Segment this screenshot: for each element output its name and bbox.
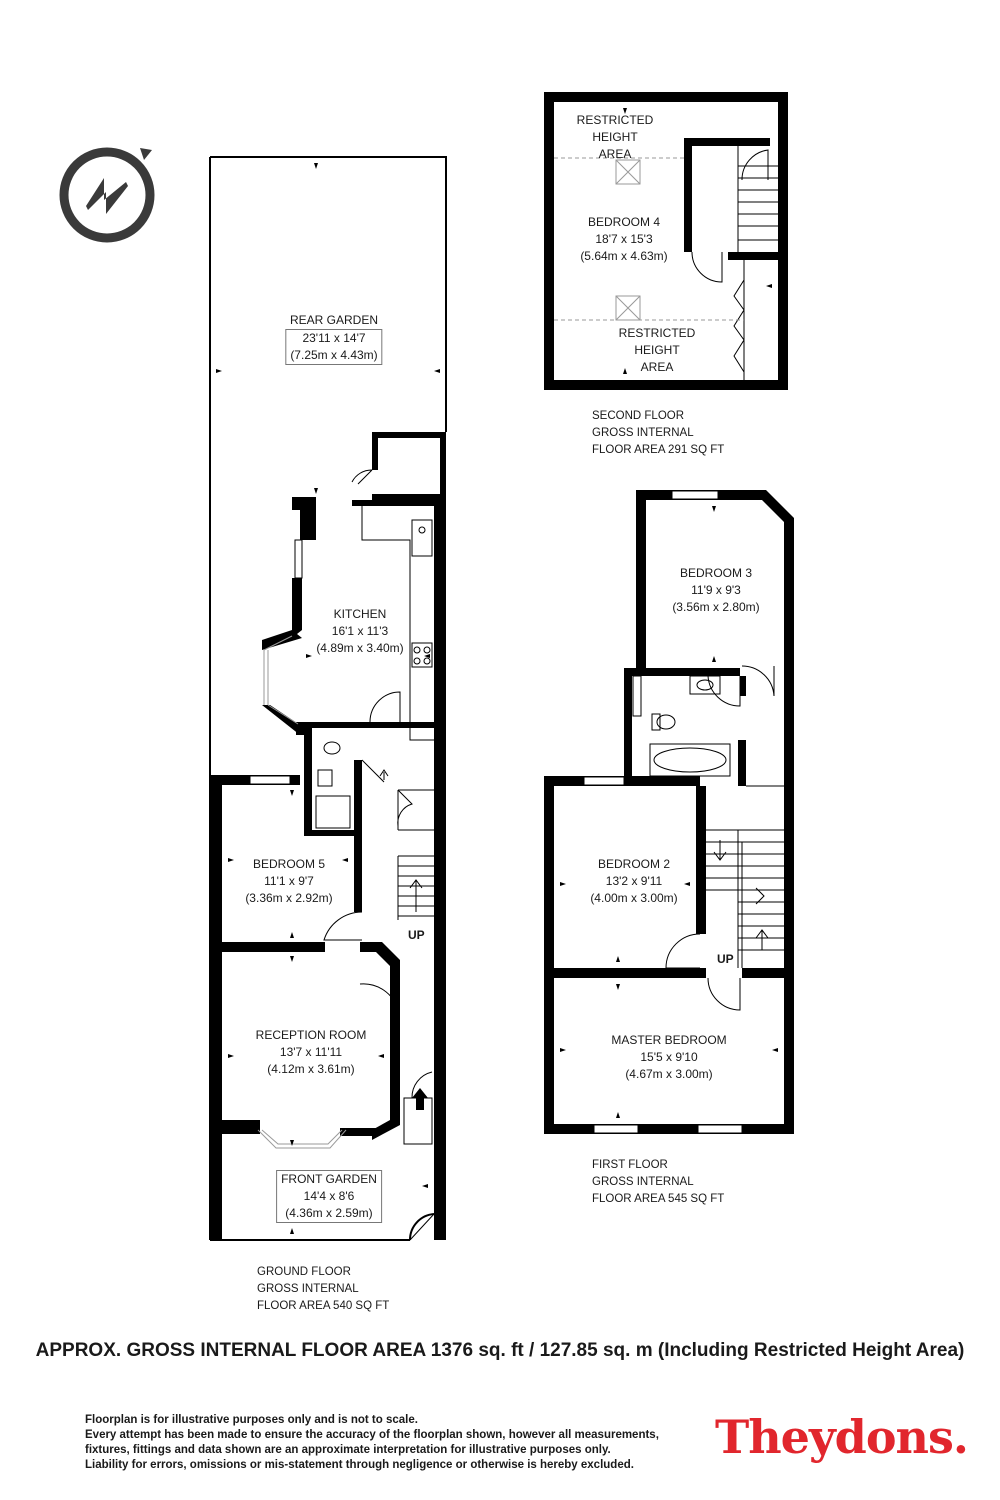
bedroom4-label: BEDROOM 4 18'7 x 15'3 (5.64m x 4.63m) bbox=[580, 214, 667, 265]
floor-subtitle: GROSS INTERNAL bbox=[257, 1283, 359, 1295]
first-stairs-up-label: UP bbox=[717, 952, 734, 966]
room-name: BEDROOM 3 bbox=[679, 566, 752, 580]
first-floor-plan bbox=[544, 490, 794, 1134]
master-bedroom-label: MASTER BEDROOM 15'5 x 9'10 (4.67m x 3.00… bbox=[611, 1032, 726, 1083]
room-metric: (3.36m x 2.92m) bbox=[245, 891, 333, 905]
room-dimensions: 23'11 x 14'7 (7.25m x 4.43m) bbox=[285, 329, 383, 365]
room-imperial: 13'7 x 11'11 bbox=[279, 1045, 343, 1059]
floor-area: FLOOR AREA 291 SQ FT bbox=[592, 444, 725, 456]
room-name: BEDROOM 5 bbox=[252, 857, 325, 871]
restricted-line1: RESTRICTED bbox=[576, 113, 654, 127]
north-compass-icon bbox=[59, 147, 155, 243]
disclaimer-line: Every attempt has been made to ensure th… bbox=[85, 1429, 659, 1441]
room-name: RECEPTION ROOM bbox=[255, 1028, 367, 1042]
disclaimer-line: Floorplan is for illustrative purposes o… bbox=[85, 1414, 418, 1426]
room-metric: (7.25m x 4.43m) bbox=[290, 348, 378, 362]
floor-name: GROUND FLOOR bbox=[257, 1266, 351, 1278]
floor-area: FLOOR AREA 545 SQ FT bbox=[592, 1193, 725, 1205]
second-floor-plan bbox=[544, 92, 788, 390]
floor-name: SECOND FLOOR bbox=[592, 410, 685, 422]
disclaimer-line: Liability for errors, omissions or mis-s… bbox=[85, 1459, 634, 1471]
room-imperial: 23'11 x 14'7 bbox=[302, 331, 366, 345]
room-metric: (4.36m x 2.59m) bbox=[285, 1206, 373, 1220]
room-imperial: 13'2 x 9'11 bbox=[605, 874, 663, 888]
room-metric: (4.67m x 3.00m) bbox=[625, 1067, 713, 1081]
floor-name: FIRST FLOOR bbox=[592, 1159, 668, 1171]
room-metric: (4.89m x 3.40m) bbox=[316, 641, 404, 655]
room-metric: (3.56m x 2.80m) bbox=[672, 600, 760, 614]
room-imperial: 18'7 x 15'3 bbox=[595, 232, 653, 246]
disclaimer-line: fixtures, fittings and data shown are an… bbox=[85, 1444, 611, 1456]
restricted-line3: AREA bbox=[598, 147, 632, 161]
restricted-line1: RESTRICTED bbox=[618, 326, 696, 340]
first-floor-label: FIRST FLOOR GROSS INTERNAL FLOOR AREA 54… bbox=[592, 1157, 724, 1208]
restricted-line2: HEIGHT bbox=[592, 130, 638, 144]
room-imperial: 15'5 x 9'10 bbox=[640, 1050, 698, 1064]
room-name: KITCHEN bbox=[333, 607, 387, 621]
dimension-arrows-ground bbox=[216, 163, 440, 1234]
ground-floor-plan bbox=[209, 156, 447, 1241]
room-imperial: 11'9 x 9'3 bbox=[691, 583, 741, 597]
restricted-line3: AREA bbox=[640, 360, 674, 374]
room-metric: (5.64m x 4.63m) bbox=[580, 249, 668, 263]
room-name: BEDROOM 4 bbox=[587, 215, 660, 229]
front-garden-label: FRONT GARDEN 14'4 x 8'6 (4.36m x 2.59m) bbox=[276, 1170, 382, 1223]
room-name: FRONT GARDEN bbox=[281, 1172, 377, 1186]
floor-area: FLOOR AREA 540 SQ FT bbox=[257, 1300, 390, 1312]
room-imperial: 14'4 x 8'6 bbox=[303, 1189, 355, 1203]
restricted-area-top-label: RESTRICTED HEIGHT AREA bbox=[577, 112, 654, 163]
bedroom3-label: BEDROOM 3 11'9 x 9'3 (3.56m x 2.80m) bbox=[672, 565, 759, 616]
room-dimensions: FRONT GARDEN 14'4 x 8'6 (4.36m x 2.59m) bbox=[276, 1170, 382, 1223]
room-imperial: 11'1 x 9'7 bbox=[264, 874, 314, 888]
room-name: MASTER BEDROOM bbox=[611, 1033, 727, 1047]
room-metric: (4.00m x 3.00m) bbox=[590, 891, 678, 905]
floor-subtitle: GROSS INTERNAL bbox=[592, 427, 694, 439]
room-name: BEDROOM 2 bbox=[597, 857, 670, 871]
room-imperial: 16'1 x 11'3 bbox=[331, 624, 389, 638]
hob-icon bbox=[411, 642, 433, 668]
bedroom5-label: BEDROOM 5 11'1 x 9'7 (3.36m x 2.92m) bbox=[245, 856, 332, 907]
room-metric: (4.12m x 3.61m) bbox=[267, 1062, 355, 1076]
ground-floor-label: GROUND FLOOR GROSS INTERNAL FLOOR AREA 5… bbox=[257, 1264, 389, 1315]
restricted-line2: HEIGHT bbox=[634, 343, 680, 357]
reception-room-label: RECEPTION ROOM 13'7 x 11'11 (4.12m x 3.6… bbox=[256, 1027, 367, 1078]
brand-logo: Theydons. bbox=[715, 1410, 969, 1464]
kitchen-label: KITCHEN 16'1 x 11'3 (4.89m x 3.40m) bbox=[316, 606, 403, 657]
bedroom2-label: BEDROOM 2 13'2 x 9'11 (4.00m x 3.00m) bbox=[590, 856, 677, 907]
rear-garden-label: REAR GARDEN 23'11 x 14'7 (7.25m x 4.43m) bbox=[285, 312, 383, 365]
total-floor-area: APPROX. GROSS INTERNAL FLOOR AREA 1376 s… bbox=[35, 1340, 965, 1361]
second-floor-label: SECOND FLOOR GROSS INTERNAL FLOOR AREA 2… bbox=[592, 408, 724, 459]
restricted-area-bottom-label: RESTRICTED HEIGHT AREA bbox=[619, 325, 696, 376]
disclaimer: Floorplan is for illustrative purposes o… bbox=[85, 1413, 659, 1473]
ground-stairs-up-label: UP bbox=[408, 928, 425, 942]
floor-subtitle: GROSS INTERNAL bbox=[592, 1176, 694, 1188]
room-name: REAR GARDEN bbox=[289, 313, 378, 327]
